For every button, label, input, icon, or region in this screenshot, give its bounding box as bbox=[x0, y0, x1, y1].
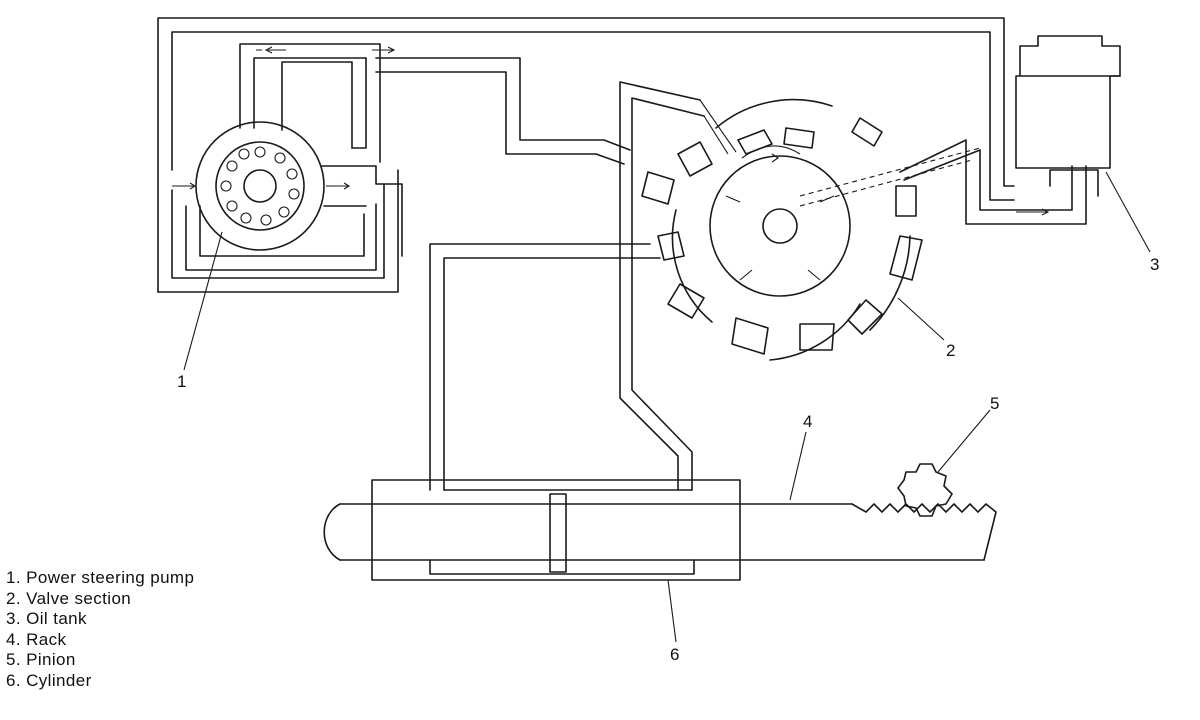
callout-4: 4 bbox=[803, 412, 812, 431]
pressure-line bbox=[239, 43, 631, 165]
parts-legend: 1. Power steering pump 2. Valve section … bbox=[6, 568, 194, 691]
callout-1: 1 bbox=[177, 372, 186, 391]
leader-lines bbox=[183, 171, 1151, 643]
callout-6: 6 bbox=[670, 645, 679, 664]
callout-5: 5 bbox=[990, 394, 999, 413]
pinion bbox=[897, 463, 953, 517]
legend-item-cylinder: 6. Cylinder bbox=[6, 670, 92, 690]
callout-3: 3 bbox=[1150, 255, 1159, 274]
tank-return-line bbox=[899, 139, 1087, 225]
legend-item-oil-tank: 3. Oil tank bbox=[6, 609, 87, 628]
legend-item-rack: 4. Rack bbox=[6, 629, 67, 649]
oil-tank bbox=[1015, 35, 1121, 197]
valve-section bbox=[641, 98, 981, 361]
return-line bbox=[157, 17, 1015, 293]
cylinder-lines bbox=[429, 81, 737, 491]
legend-item-power-steering-pump: 1. Power steering pump bbox=[6, 568, 195, 587]
cylinder bbox=[371, 479, 741, 581]
legend-item-pinion: 5. Pinion bbox=[6, 650, 76, 669]
legend-item-valve-section: 2. Valve section bbox=[6, 588, 132, 608]
callout-2: 2 bbox=[946, 341, 955, 360]
rack bbox=[323, 503, 997, 561]
power-steering-pump bbox=[172, 121, 403, 271]
